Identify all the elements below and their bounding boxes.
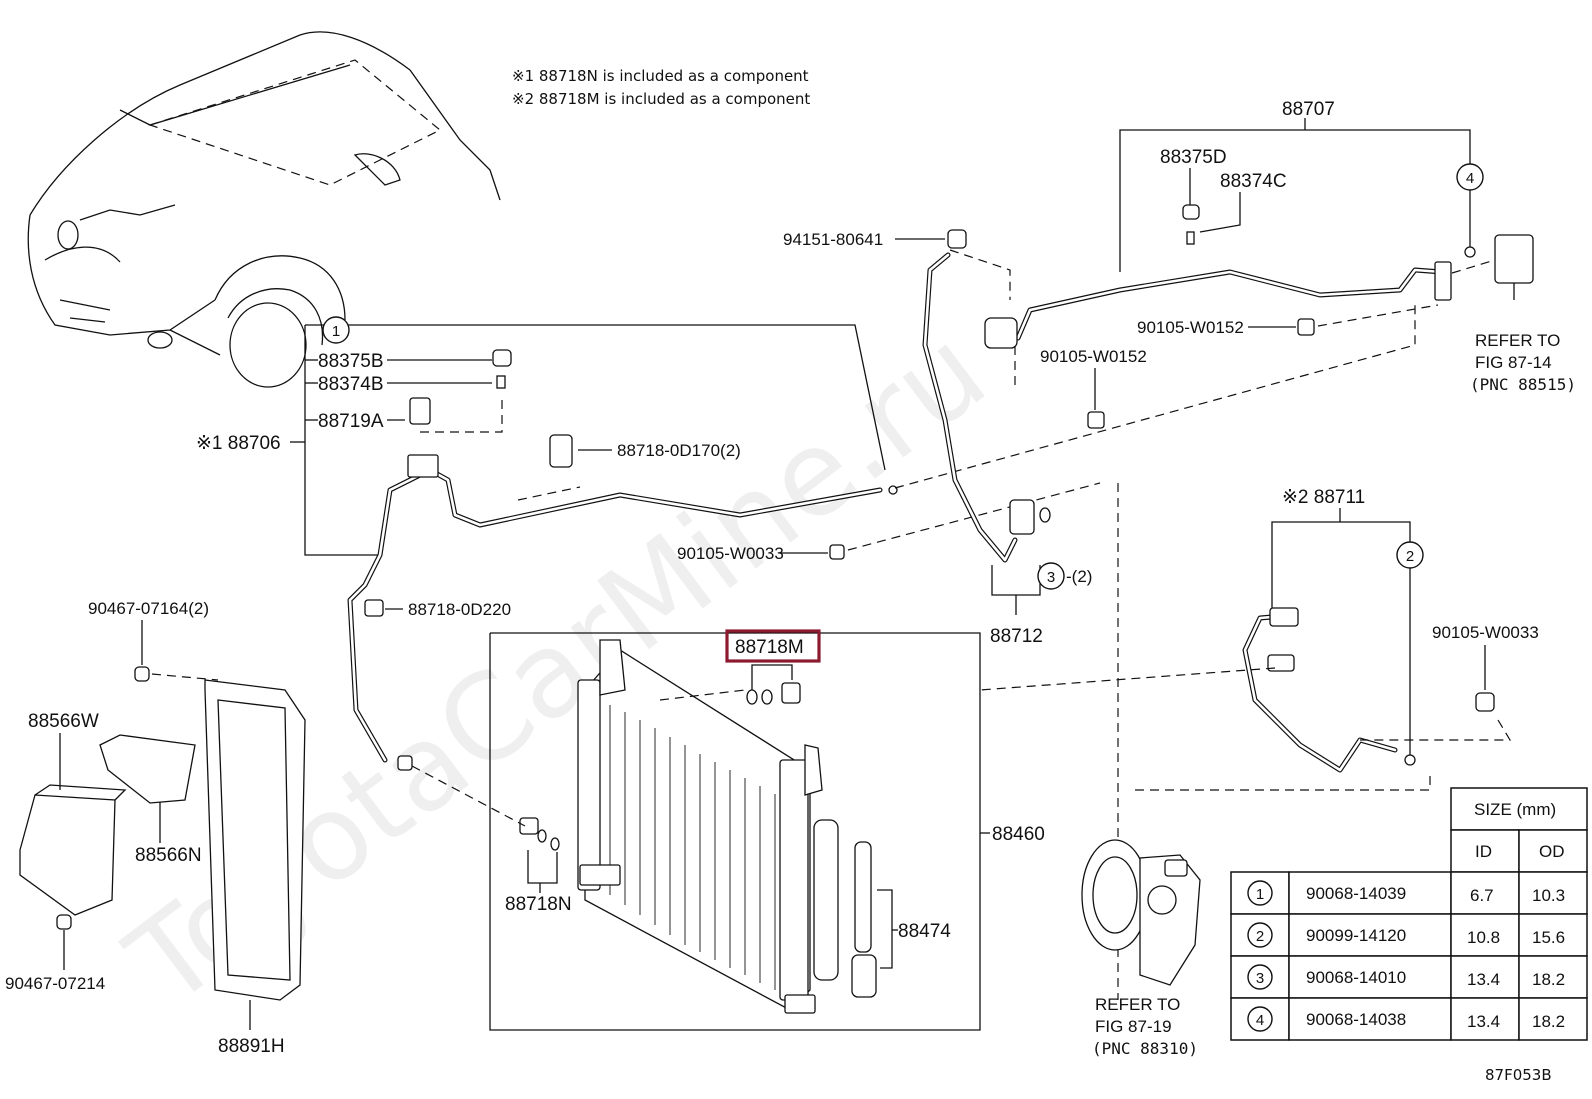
label-90467-07164: 90467-07164(2) <box>88 599 209 618</box>
col-od: OD <box>1539 842 1565 861</box>
svg-text:2: 2 <box>1256 928 1264 945</box>
label-88374C: 88374C <box>1220 171 1287 192</box>
svg-text:90099-14120: 90099-14120 <box>1306 926 1406 945</box>
note-1: ※1 88718N is included as a component <box>512 67 809 85</box>
label-88566N: 88566N <box>135 845 202 866</box>
svg-text:13.4: 13.4 <box>1467 970 1500 989</box>
refer-fig-87-14-line3: (PNC 88515) <box>1470 375 1576 394</box>
expansion-valve <box>1451 234 1534 300</box>
group-88707: 88707 88375D 88374C 4 94151-80641 90105-… <box>783 99 1484 489</box>
svg-text:15.6: 15.6 <box>1532 928 1565 947</box>
refer-fig-87-14-line2: FIG 87-14 <box>1475 353 1552 372</box>
label-88460: 88460 <box>992 824 1045 845</box>
refer-fig-87-19-line3: (PNC 88310) <box>1092 1039 1198 1058</box>
label-88707: 88707 <box>1282 99 1335 120</box>
label-90105-W0152-b: 90105-W0152 <box>1040 347 1147 366</box>
svg-text:90068-14039: 90068-14039 <box>1306 884 1406 903</box>
label-88718-0D170: 88718-0D170(2) <box>617 441 741 460</box>
vehicle-illustration <box>27 31 501 388</box>
svg-text:1: 1 <box>1256 886 1264 903</box>
svg-text:3: 3 <box>1047 569 1055 586</box>
label-3-qty: -(2) <box>1066 567 1092 586</box>
refer-fig-87-19-line1: REFER TO <box>1095 995 1180 1014</box>
col-id: ID <box>1475 842 1492 861</box>
svg-text:4: 4 <box>1466 170 1474 187</box>
label-90105-W0033-a: 90105-W0033 <box>677 544 784 563</box>
svg-text:6.7: 6.7 <box>1470 886 1494 905</box>
label-88706: ※1 88706 <box>196 433 281 454</box>
svg-text:90068-14038: 90068-14038 <box>1306 1010 1406 1029</box>
label-88566W: 88566W <box>28 711 99 732</box>
size-row: 3 90068-14010 13.4 18.2 <box>1230 955 1588 999</box>
group-88711: ※2 88711 2 90105-W0033 <box>979 487 1539 773</box>
label-88711: ※2 88711 <box>1282 487 1365 508</box>
label-90105-W0033-b: 90105-W0033 <box>1432 623 1539 642</box>
figure-code: 87F053B <box>1485 1066 1552 1084</box>
label-88374B: 88374B <box>318 374 384 395</box>
group-ducts: 90467-07164(2) 88566W 88566N 88891H 9046… <box>5 599 306 1057</box>
group-88706: 1 88375B 88374B 88719A ※1 88706 88718-0D… <box>196 316 898 763</box>
size-table: SIZE (mm) ID OD 1 90068-14039 6.7 10.3 2… <box>1230 787 1588 1041</box>
label-88718N: 88718N <box>505 894 572 915</box>
label-94151-80641: 94151-80641 <box>783 230 883 249</box>
refer-fig-87-14-line1: REFER TO <box>1475 331 1560 350</box>
size-row: 4 90068-14038 13.4 18.2 <box>1230 997 1588 1041</box>
svg-text:3: 3 <box>1256 970 1264 987</box>
group-88712: 88712 3 -(2) <box>922 252 1092 647</box>
label-88718-0D220: 88718-0D220 <box>408 600 511 619</box>
compressor <box>1081 483 1431 1000</box>
svg-text:2: 2 <box>1406 548 1414 565</box>
label-90467-07214: 90467-07214 <box>5 974 105 993</box>
label-88375D: 88375D <box>1160 147 1227 168</box>
label-88712: 88712 <box>990 626 1043 647</box>
label-88474: 88474 <box>898 921 951 942</box>
label-88718M: 88718M <box>735 637 804 658</box>
size-row: 2 90099-14120 10.8 15.6 <box>1230 913 1588 957</box>
label-88375B: 88375B <box>318 351 384 372</box>
svg-text:90068-14010: 90068-14010 <box>1306 968 1406 987</box>
label-88719A: 88719A <box>318 411 384 432</box>
svg-text:18.2: 18.2 <box>1532 1012 1565 1031</box>
refer-fig-87-19-line2: FIG 87-19 <box>1095 1017 1172 1036</box>
callout-1-a <box>322 316 350 344</box>
size-row: 1 90068-14039 6.7 10.3 <box>1230 871 1588 915</box>
svg-text:1: 1 <box>332 323 340 340</box>
label-88891H: 88891H <box>218 1036 285 1057</box>
label-90105-W0152-a: 90105-W0152 <box>1137 318 1244 337</box>
svg-text:10.8: 10.8 <box>1467 928 1500 947</box>
svg-text:10.3: 10.3 <box>1532 886 1565 905</box>
note-2: ※2 88718M is included as a component <box>512 90 810 108</box>
highlight-88718M <box>725 629 821 663</box>
group-88460: 88460 88474 <box>397 629 1045 1031</box>
size-header: SIZE (mm) <box>1474 800 1556 819</box>
svg-text:13.4: 13.4 <box>1467 1012 1500 1031</box>
callout-3-a <box>1037 562 1065 590</box>
svg-text:4: 4 <box>1256 1012 1264 1029</box>
svg-text:18.2: 18.2 <box>1532 970 1565 989</box>
